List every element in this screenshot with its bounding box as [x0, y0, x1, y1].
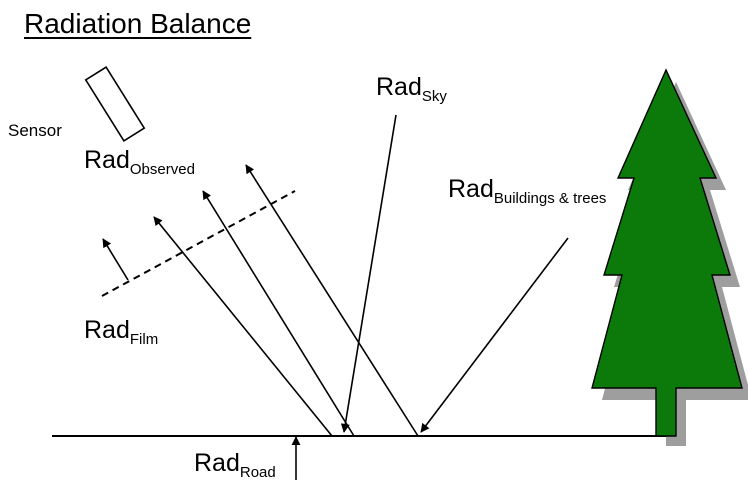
observed-arrow-1	[153, 216, 333, 437]
tree-icon	[591, 68, 743, 437]
rad-sky-label: RadSky	[376, 73, 447, 105]
sensor-label: Sensor	[8, 121, 62, 140]
rad-road-label: RadRoad	[194, 449, 276, 481]
rad-buildings-trees-label: RadBuildings & trees	[448, 175, 607, 207]
buildings-trees-arrow	[420, 237, 569, 433]
observed-arrow-3	[245, 164, 419, 437]
sensor-icon	[84, 66, 146, 142]
observed-arrow-2	[202, 190, 355, 437]
rad-film-label: RadFilm	[84, 316, 159, 348]
film-layer-line	[101, 190, 296, 297]
sky-arrow	[340, 114, 397, 433]
diagram-title: Radiation Balance	[24, 8, 252, 39]
film-arrow	[102, 238, 129, 281]
rad-observed-label: RadObserved	[84, 146, 195, 178]
